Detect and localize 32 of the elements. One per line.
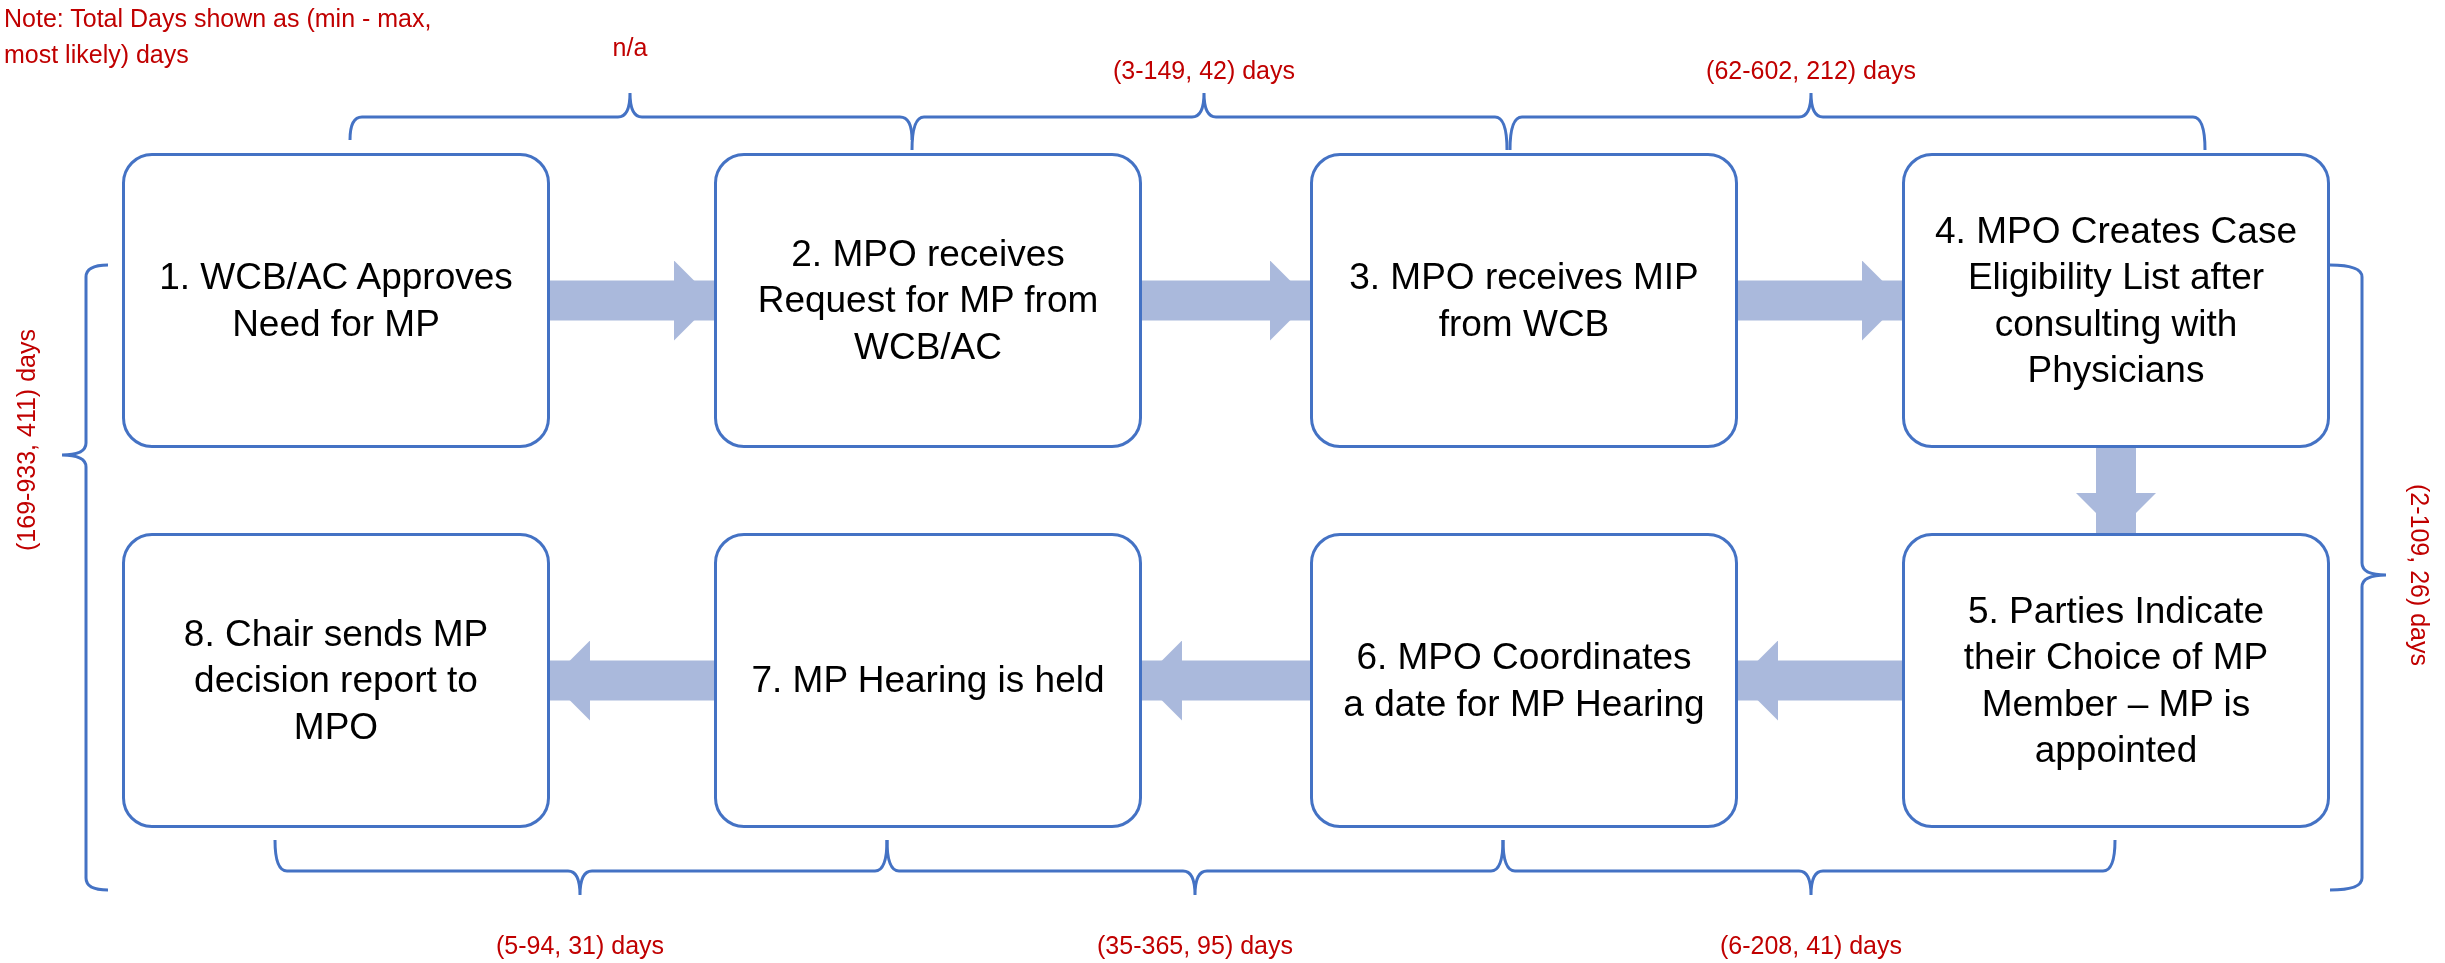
process-box xyxy=(1310,533,1738,828)
process-box xyxy=(1902,533,2330,828)
step-text: 1. WCB/AC Approves Need for MP xyxy=(158,255,514,346)
duration-label: (5-94, 31) days xyxy=(495,929,665,961)
process-box xyxy=(714,153,1142,448)
duration-label: (35-365, 95) days xyxy=(1097,929,1293,961)
duration-label: (169-933, 411) days xyxy=(10,329,41,551)
step-text: 4. MPO Creates Case Eligibility List after consulting with Physicians xyxy=(1935,209,2297,392)
step-text: 2. MPO receives Request for MP from WCB/AC xyxy=(756,232,1100,369)
step-text: 6. MPO Coordinates a date for MP Hearing xyxy=(1343,635,1705,726)
step-text: 3. MPO receives MIP from WCB xyxy=(1348,255,1700,346)
block-arrow xyxy=(550,260,714,341)
block-arrow xyxy=(1142,640,1310,721)
step-text: 7. MP Hearing is held xyxy=(751,658,1105,703)
block-arrow xyxy=(1738,260,1902,341)
process-box xyxy=(1310,153,1738,448)
process-box xyxy=(1902,153,2330,448)
duration-label: (62-602, 212) days xyxy=(1706,54,1916,86)
block-arrow xyxy=(2076,448,2156,533)
block-arrow xyxy=(550,640,714,721)
duration-label: (3-149, 42) days xyxy=(1113,54,1295,86)
block-arrow xyxy=(1738,640,1902,721)
process-box xyxy=(714,533,1142,828)
duration-label: (2-109, 26) days xyxy=(2405,484,2436,666)
block-arrow xyxy=(1142,260,1310,341)
step-text: 5. Parties Indicate their Choice of MP Member – MP is appointed xyxy=(1962,589,2270,772)
process-box xyxy=(122,533,550,828)
note-text: Note: Total Days shown as (min - max, most likely) days xyxy=(4,3,433,71)
process-box xyxy=(122,153,550,448)
step-text: 8. Chair sends MP decision report to MPO xyxy=(182,612,490,749)
duration-label: n/a xyxy=(612,31,648,63)
duration-label: (6-208, 41) days xyxy=(1720,929,1902,961)
